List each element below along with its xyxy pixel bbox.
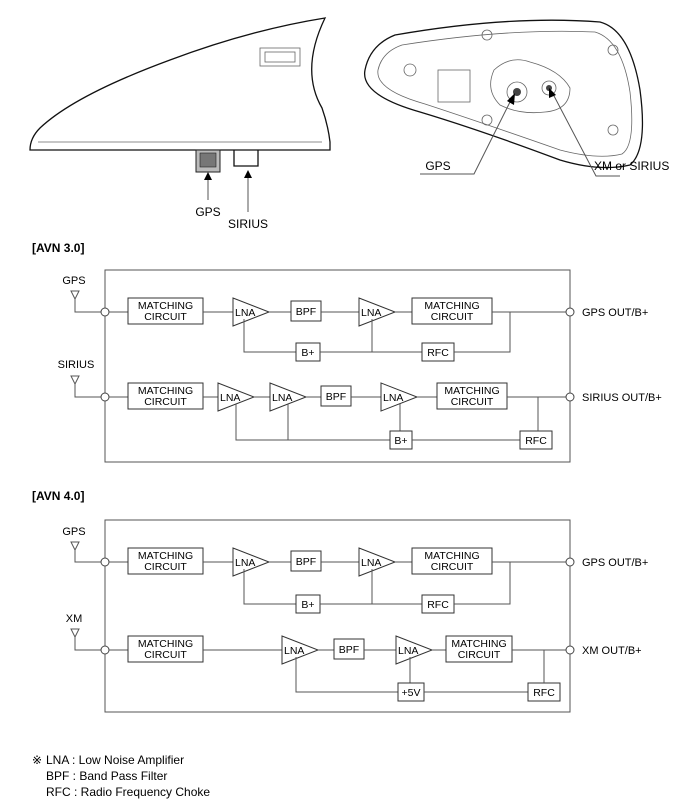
- avn40-mc2-line2: CIRCUIT: [431, 561, 474, 573]
- avn30-matching-circuit-1: [127, 297, 204, 325]
- avn30-lna5-label: LNA: [383, 392, 403, 404]
- bottom-gps-label: GPS: [425, 159, 450, 173]
- antenna-side-view: GPS SIRIUS: [29, 17, 331, 231]
- side-sirius-label: SIRIUS: [228, 217, 268, 231]
- avn30-rfc2-label: RFC: [525, 435, 547, 447]
- avn40-lna3-label: LNA: [284, 645, 304, 657]
- avn30-rfc1-label: RFC: [427, 347, 449, 359]
- avn40-5v-label: +5V: [402, 687, 421, 699]
- avn40-mc2-line1: MATCHING: [424, 550, 479, 562]
- avn30-mc4-line1: MATCHING: [444, 385, 499, 397]
- avn40-matching-circuit-1: [127, 547, 204, 575]
- avn40-lna4-label: LNA: [398, 645, 418, 657]
- avn30-sirius-input: SIRIUS: [58, 359, 95, 371]
- avn30-lna-1: [232, 297, 271, 327]
- avn30-bplus2-label: B+: [394, 435, 407, 447]
- avn40-lna-4: [395, 635, 434, 665]
- avn40-mc1-line2: CIRCUIT: [144, 561, 187, 573]
- avn30-mc2-line2: CIRCUIT: [431, 311, 474, 323]
- avn40-diagram: GPS MATCHING CIRCUIT LNA BPF LNA MATCHIN…: [62, 519, 648, 713]
- antenna-bottom-view: GPS XM or SIRIUS: [364, 19, 669, 177]
- avn30-matching-circuit-4: [436, 382, 508, 410]
- legend-lna: LNA : Low Noise Amplifier: [46, 753, 184, 767]
- avn40-lna2-label: LNA: [361, 557, 381, 569]
- side-gps-label: GPS: [195, 205, 220, 219]
- avn30-lna3-label: LNA: [220, 392, 240, 404]
- avn40-lna-2: [358, 547, 397, 577]
- bottom-xm-sirius-label: XM or SIRIUS: [594, 159, 669, 173]
- avn30-gps-input: GPS: [62, 275, 85, 287]
- avn40-mc1-line1: MATCHING: [138, 550, 193, 562]
- avn30-gps-output: GPS OUT/B+: [582, 307, 648, 319]
- legend-rfc: RFC : Radio Frequency Choke: [46, 785, 210, 799]
- legend-mark: ※: [32, 753, 42, 767]
- avn30-rfc-2: [519, 430, 553, 450]
- avn40-mc3-line1: MATCHING: [138, 638, 193, 650]
- avn40-xm-input: XM: [66, 613, 83, 625]
- avn30-bpf2-label: BPF: [326, 391, 346, 403]
- avn30-lna4-label: LNA: [272, 392, 292, 404]
- avn30-mc3-line2: CIRCUIT: [144, 396, 187, 408]
- avn40-xm-output: XM OUT/B+: [582, 645, 642, 657]
- avn30-lna-2: [358, 297, 397, 327]
- avn30-lna2-label: LNA: [361, 307, 381, 319]
- avn30-mc3-line1: MATCHING: [138, 385, 193, 397]
- avn40-matching-circuit-3: [127, 635, 204, 663]
- avn40-gps-output: GPS OUT/B+: [582, 557, 648, 569]
- avn30-lna1-label: LNA: [235, 307, 255, 319]
- avn30-bplus1-label: B+: [301, 347, 314, 359]
- avn30-lna-5: [380, 382, 419, 412]
- legend: ※ LNA : Low Noise Amplifier BPF : Band P…: [32, 753, 210, 799]
- avn30-mc1-line1: MATCHING: [138, 300, 193, 312]
- legend-bpf: BPF : Band Pass Filter: [46, 769, 167, 783]
- avn40-lna1-label: LNA: [235, 557, 255, 569]
- avn40-gps-input: GPS: [62, 526, 85, 538]
- avn30-bpf1-label: BPF: [296, 306, 316, 318]
- avn30-matching-circuit-3: [127, 382, 204, 410]
- avn40-bpf-2: [333, 638, 365, 660]
- avn40-rfc1-label: RFC: [427, 599, 449, 611]
- avn40-bplus1-label: B+: [301, 599, 314, 611]
- avn30-matching-circuit-2: [411, 297, 493, 325]
- avn40-lna-1: [232, 547, 271, 577]
- avn30-bpf-1: [290, 300, 322, 322]
- avn30-sirius-output: SIRIUS OUT/B+: [582, 392, 662, 404]
- avn30-title: [AVN 3.0]: [32, 241, 84, 255]
- avn40-bpf2-label: BPF: [339, 644, 359, 656]
- avn40-mc4-line1: MATCHING: [451, 638, 506, 650]
- avn30-mc1-line2: CIRCUIT: [144, 311, 187, 323]
- avn30-mc2-line1: MATCHING: [424, 300, 479, 312]
- avn40-rfc2-label: RFC: [533, 687, 555, 699]
- avn40-bpf1-label: BPF: [296, 556, 316, 568]
- avn40-matching-circuit-2: [411, 547, 493, 575]
- avn40-bpf-1: [290, 550, 322, 572]
- avn30-bpf-2: [320, 385, 352, 407]
- avn40-mc4-line2: CIRCUIT: [458, 649, 501, 661]
- avn30-diagram: GPS MATCHING CIRCUIT LNA BPF LNA MATCHIN…: [58, 269, 662, 463]
- avn40-mc3-line2: CIRCUIT: [144, 649, 187, 661]
- avn40-matching-circuit-4: [445, 635, 513, 663]
- avn30-mc4-line2: CIRCUIT: [451, 396, 494, 408]
- avn40-lna-3: [281, 635, 320, 665]
- avn40-title: [AVN 4.0]: [32, 489, 84, 503]
